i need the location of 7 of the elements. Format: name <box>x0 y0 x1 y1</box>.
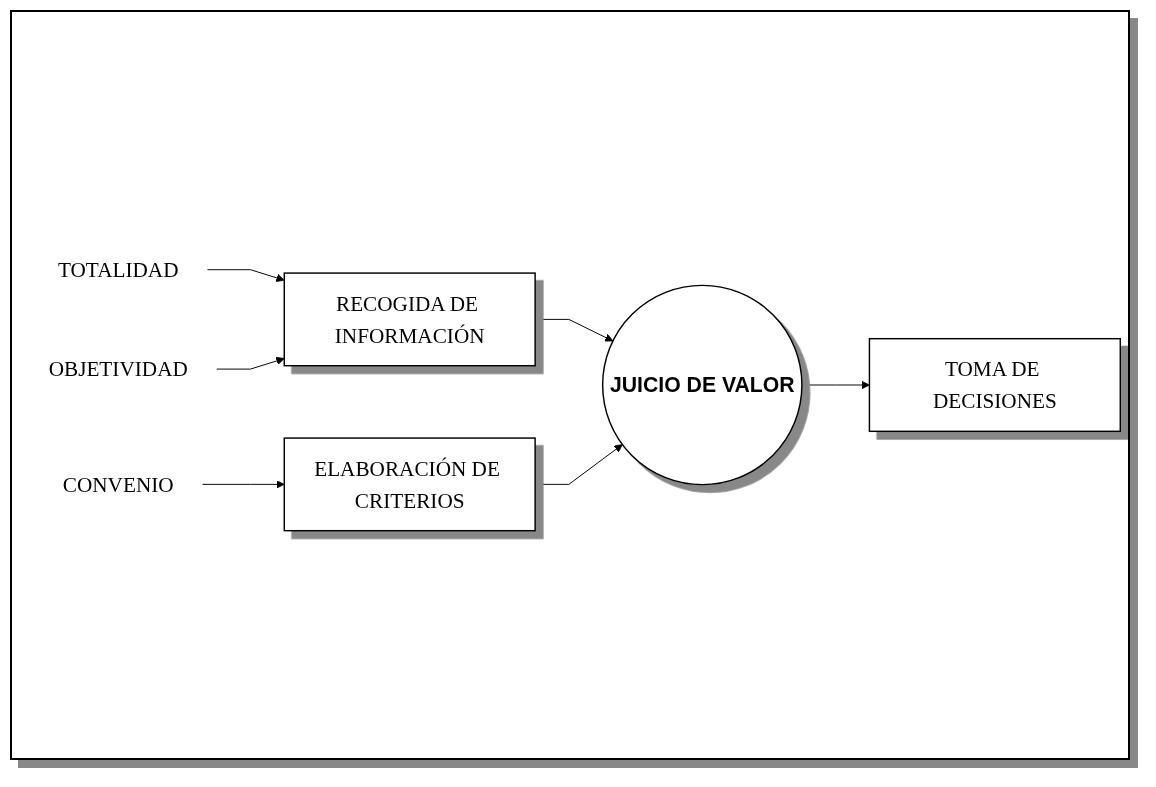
node-text: CONVENIO <box>62 472 174 497</box>
node-text: OBJETIVIDAD <box>48 357 188 382</box>
node-box: ELABORACIÓN DE CRITERIOS <box>283 437 536 532</box>
node-box: TOMA DE DECISIONES <box>868 337 1121 433</box>
node-circle: JUICIO DE VALOR <box>601 284 803 486</box>
node-box: RECOGIDA DE INFORMACIÓN <box>283 272 536 367</box>
node-text: TOTALIDAD <box>57 257 179 282</box>
